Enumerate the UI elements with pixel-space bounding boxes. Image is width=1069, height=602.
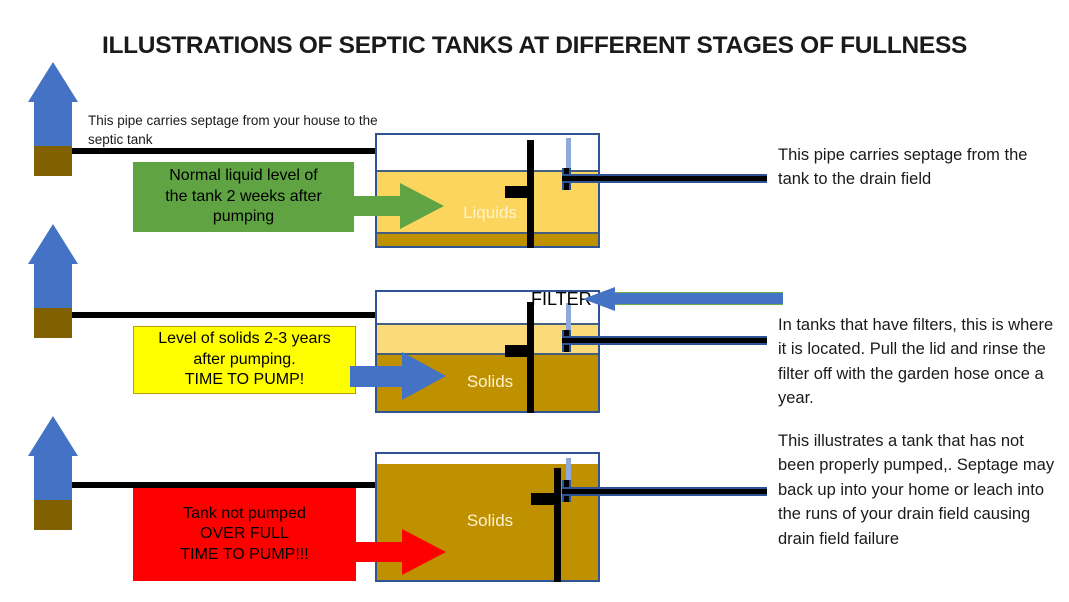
filter-label: FILTER <box>531 289 592 309</box>
page-title: ILLUSTRATIONS OF SEPTIC TANKS AT DIFFERE… <box>101 32 968 59</box>
inlet-pipe-note: This pipe carries septage from your hous… <box>88 113 378 148</box>
septic-tank-3 <box>375 452 600 582</box>
house-icon-3 <box>28 416 78 530</box>
callout-normal-level-lines: Normal liquid level of the tank 2 weeks … <box>133 162 354 232</box>
outlet-pipe-2 <box>562 336 767 345</box>
house-body-icon <box>34 264 72 308</box>
tank-1-baffle-stub <box>505 186 529 198</box>
callout-line: after pumping. <box>193 350 296 368</box>
house-body-icon <box>34 102 72 146</box>
green-arrow <box>348 183 444 229</box>
inlet-pipe-3 <box>72 482 377 488</box>
tank-2-baffle <box>527 302 534 413</box>
callout-line: TIME TO PUMP!!! <box>180 545 309 563</box>
callout-line: the tank 2 weeks after <box>165 187 322 205</box>
blue-arrow <box>350 352 446 400</box>
tank-3-baffle-stub <box>531 493 555 505</box>
tank-1-baffle <box>527 140 534 248</box>
callout-line: Normal liquid level of <box>169 167 318 185</box>
callout-line: pumping <box>212 208 275 226</box>
inlet-pipe-1 <box>72 148 377 154</box>
house-roof-icon <box>28 62 78 102</box>
callout-line: Tank not pumped <box>183 504 306 522</box>
callout-time-to-pump: Level of solids 2-3 years after pumping.… <box>133 326 356 394</box>
house-base-icon <box>34 146 72 176</box>
filter-pointer-arrow <box>583 287 783 311</box>
right-note-3: This illustrates a tank that has not bee… <box>778 432 1055 548</box>
right-note-1: This pipe carries septage from the tank … <box>778 146 1028 189</box>
house-base-icon <box>34 500 72 530</box>
outlet-pipe-3 <box>562 487 767 496</box>
tank-2-outlet-tee-stem <box>566 303 571 338</box>
house-roof-icon <box>28 416 78 456</box>
house-icon-2 <box>28 224 78 338</box>
red-arrow <box>350 529 446 575</box>
house-base-icon <box>34 308 72 338</box>
tank-1-outlet-tee-stem <box>566 138 571 176</box>
tank-3-baffle <box>554 468 561 582</box>
callout-over-full: Tank not pumped OVER FULL TIME TO PUMP!!… <box>133 488 356 581</box>
tank-2-baffle-stub <box>505 345 529 357</box>
right-note-2: In tanks that have filters, this is wher… <box>778 316 1054 408</box>
callout-line: OVER FULL <box>200 525 289 543</box>
house-body-icon <box>34 456 72 500</box>
outlet-pipe-1 <box>562 174 767 183</box>
callout-line: Level of solids 2-3 years <box>158 330 331 348</box>
house-roof-icon <box>28 224 78 264</box>
house-icon-1 <box>28 62 78 176</box>
callout-line: TIME TO PUMP! <box>184 371 305 389</box>
tank-3-outlet-tee-stem <box>566 458 571 490</box>
inlet-pipe-2 <box>72 312 377 318</box>
tank-1-sludge-layer <box>377 232 598 246</box>
